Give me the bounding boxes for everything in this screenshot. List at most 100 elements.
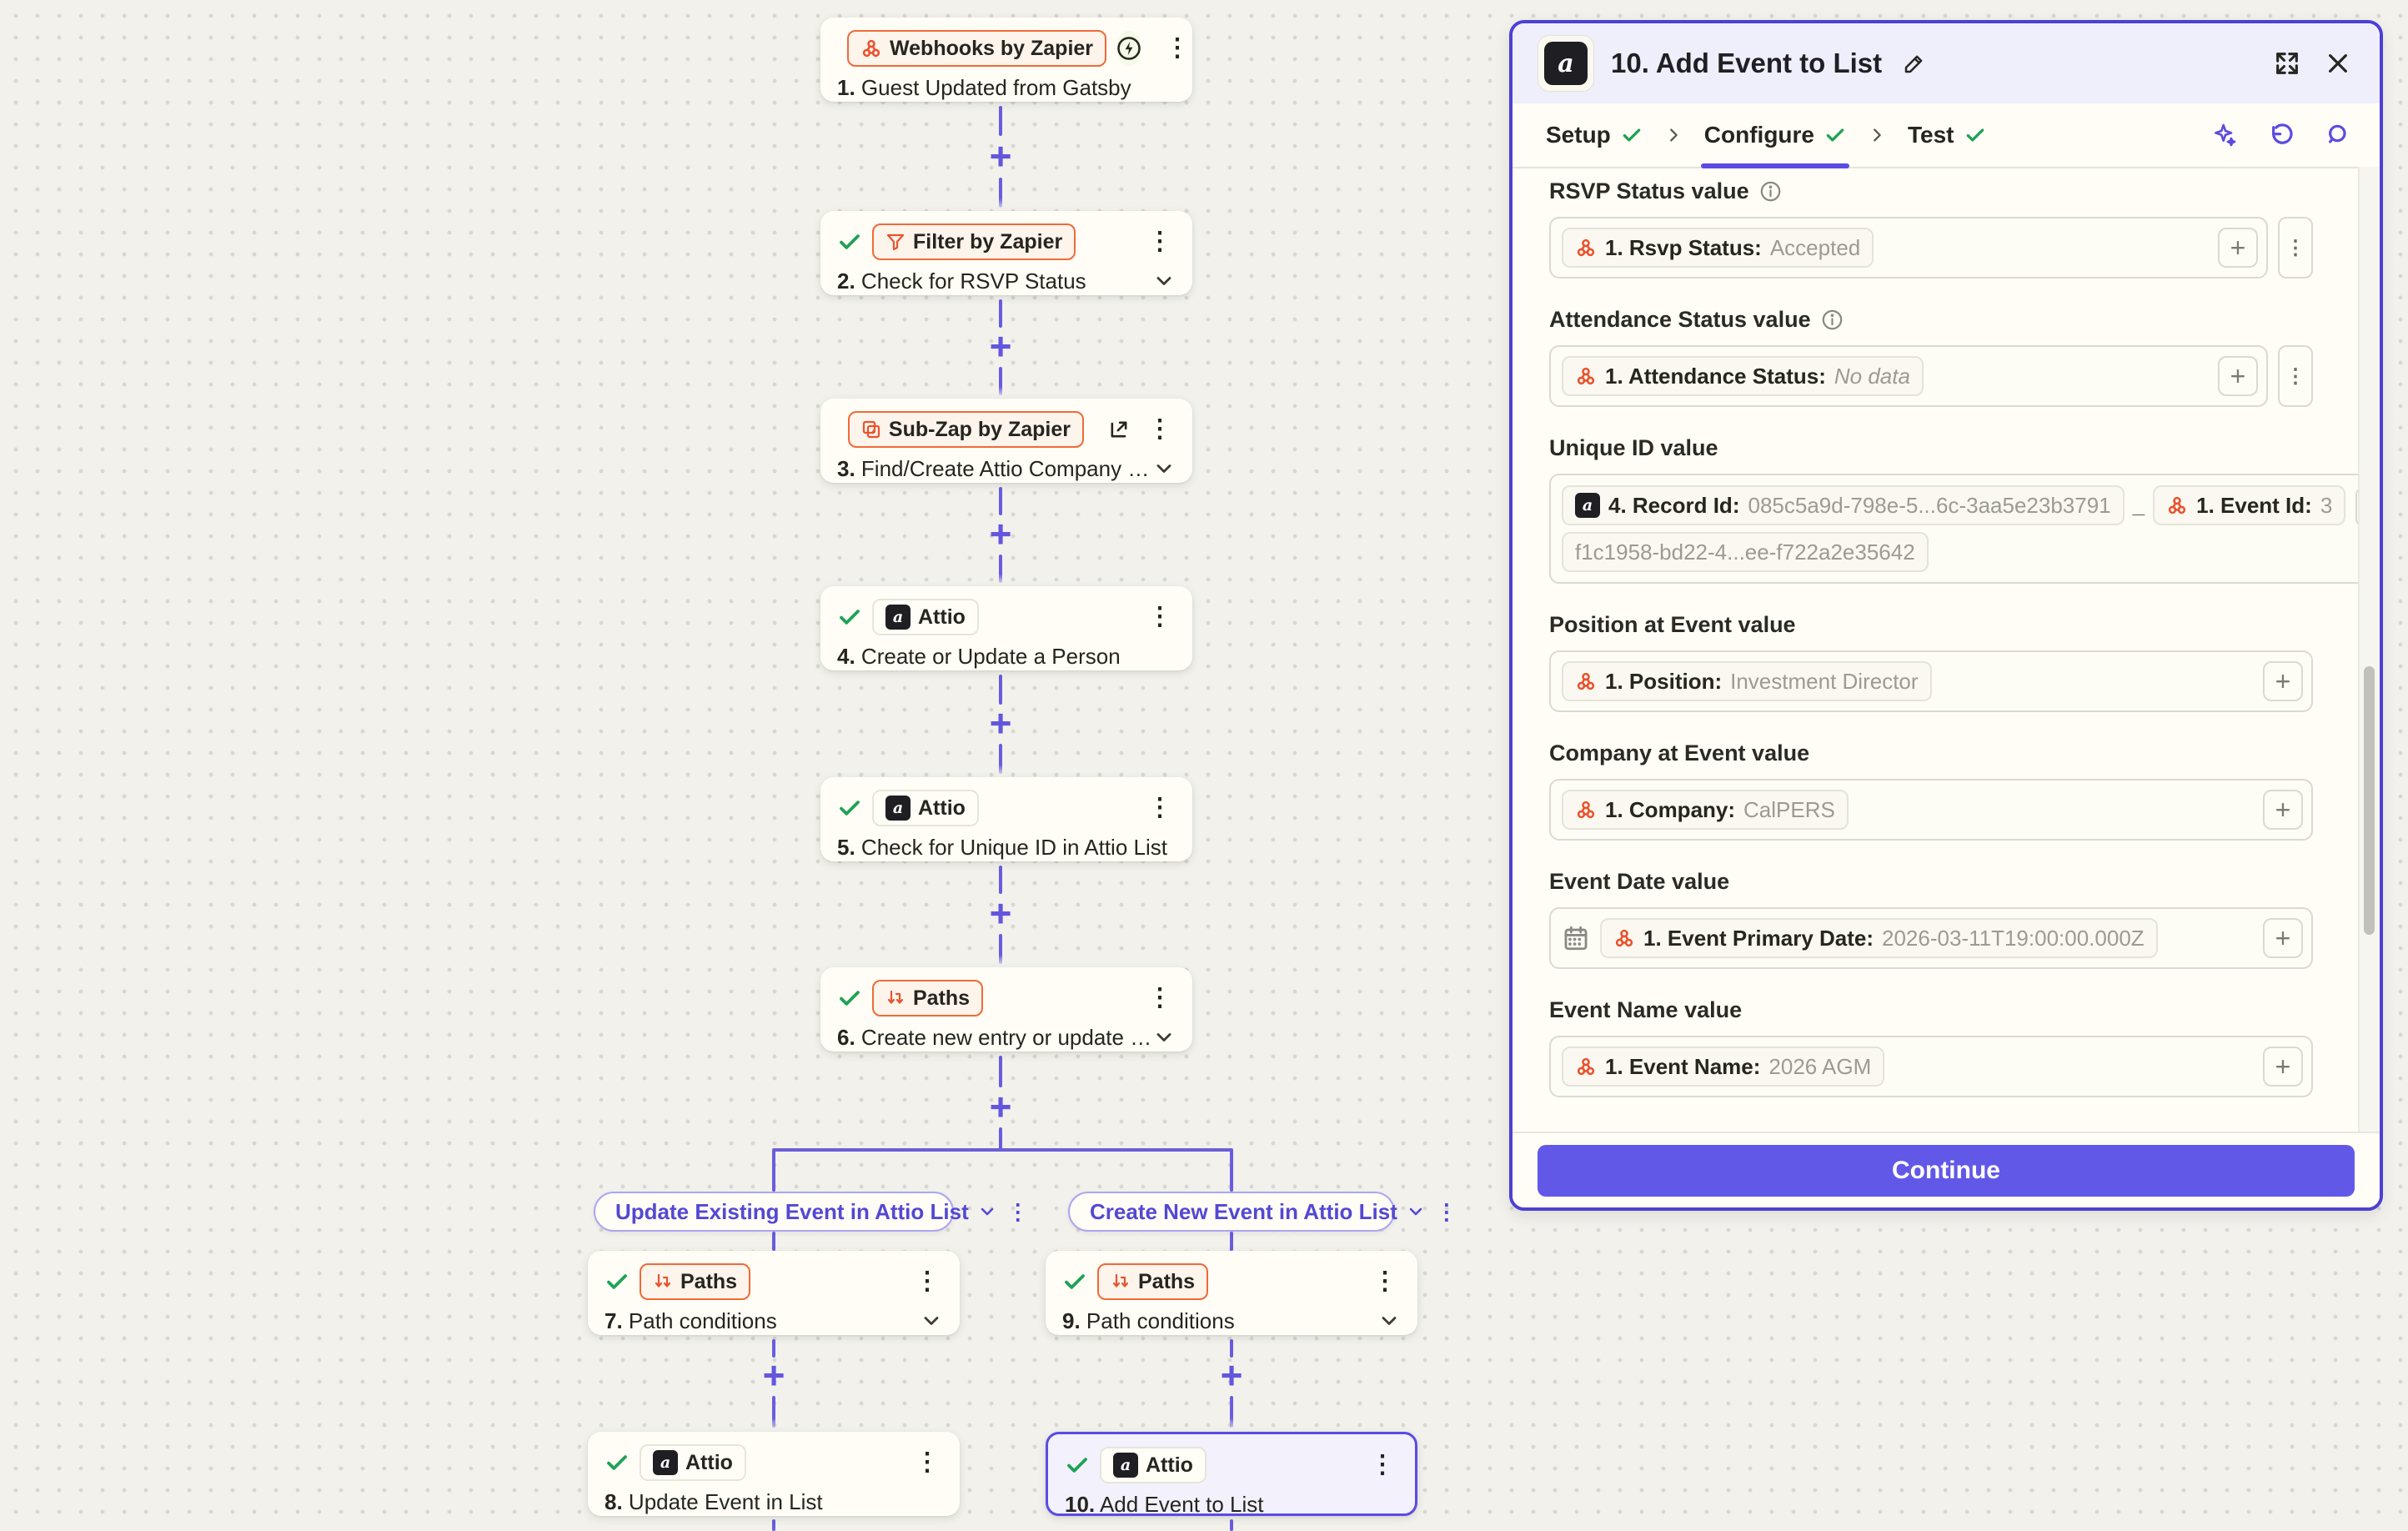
attio-icon: a <box>1544 42 1588 85</box>
app-badge-label: Paths <box>913 986 971 1010</box>
unique-id-input[interactable]: a 4. Record Id: 085c5a9d-798e-5...6c-3aa… <box>1549 474 2380 584</box>
expand-panel-icon[interactable] <box>2270 46 2305 81</box>
event-name-input[interactable]: 1. Event Name: 2026 AGM + <box>1549 1036 2313 1097</box>
step-node-1-trigger[interactable]: Webhooks by Zapier ⋮ 1. Guest Updated fr… <box>820 18 1192 102</box>
chevron-down-icon[interactable] <box>1152 1026 1176 1049</box>
mapped-field-token[interactable]: 1. Position: Investment Director <box>1562 661 1932 701</box>
mapped-field-token[interactable]: 1. Rsvp Status: Accepted <box>1562 228 1874 268</box>
connector-line <box>772 1339 775 1358</box>
token-value: 085c5a9d-798e-5...6c-3aa5e23b3791 <box>1748 492 2111 518</box>
insert-data-button[interactable]: + <box>2263 1047 2303 1087</box>
mapped-field-token[interactable]: a 4. Record Id: 085c5a9d-798e-5...6c-3aa… <box>1562 485 2125 525</box>
step-node-3-subzap[interactable]: Sub-Zap by Zapier ⋮ 3. Find/Create Attio… <box>820 399 1192 483</box>
step-node-5-attio[interactable]: a Attio ⋮ 5. Check for Unique ID in Atti… <box>820 777 1192 861</box>
instant-trigger-icon <box>1116 31 1142 66</box>
step-node-6-paths[interactable]: Paths ⋮ 6. Create new entry or update on… <box>820 967 1192 1052</box>
step-menu-button[interactable]: ⋮ <box>1144 796 1176 821</box>
step-menu-button[interactable]: ⋮ <box>1369 1269 1401 1294</box>
chevron-down-icon[interactable] <box>977 1202 997 1222</box>
ai-sparkle-icon[interactable] <box>2208 118 2241 152</box>
connector-line <box>772 1150 775 1192</box>
add-step-button[interactable]: + <box>989 701 1012 745</box>
mapped-field-token[interactable]: 1. Company: CalPERS <box>1562 790 1849 830</box>
step-menu-button[interactable]: ⋮ <box>1367 1453 1398 1478</box>
insert-data-button[interactable]: + <box>2218 356 2258 396</box>
branch-label-update-existing[interactable]: Update Existing Event in Attio List ⋮ <box>594 1192 1029 1232</box>
step-menu-button[interactable]: ⋮ <box>911 1450 943 1475</box>
step-title: 8. Update Event in List <box>605 1488 823 1514</box>
tab-setup[interactable]: Setup <box>1546 103 1643 167</box>
chevron-down-icon[interactable] <box>1377 1309 1401 1333</box>
token-value: 2026 AGM <box>1768 1053 1872 1079</box>
branch-menu-button[interactable]: ⋮ <box>1435 1198 1457 1224</box>
insert-data-button[interactable]: + <box>2218 228 2258 268</box>
step-node-8-attio[interactable]: a Attio ⋮ 8. Update Event in List <box>588 1432 960 1516</box>
attendance-status-input[interactable]: 1. Attendance Status: No data + <box>1549 345 2268 407</box>
step-success-check-icon <box>840 801 860 816</box>
step-success-check-icon <box>837 429 838 430</box>
add-step-button[interactable]: + <box>989 1085 1012 1128</box>
attio-icon: a <box>1575 493 1600 518</box>
step-node-9-paths[interactable]: Paths ⋮ 9. Path conditions <box>1046 1251 1417 1335</box>
refresh-undo-icon[interactable] <box>2265 118 2298 152</box>
add-step-button[interactable]: + <box>762 1353 785 1397</box>
branch-split-line <box>772 1148 1233 1152</box>
add-step-button[interactable]: + <box>989 324 1012 368</box>
app-badge-label: Sub-Zap by Zapier <box>888 417 1071 441</box>
open-subzap-external-link-icon[interactable] <box>1104 414 1134 444</box>
step-title: 10. Add Event to List <box>1065 1491 1264 1517</box>
insert-data-button[interactable]: + <box>2263 790 2303 830</box>
rsvp-status-input[interactable]: 1. Rsvp Status: Accepted + <box>1549 217 2268 279</box>
step-menu-button[interactable]: ⋮ <box>1144 986 1176 1011</box>
step-node-4-attio[interactable]: a Attio ⋮ 4. Create or Update a Person <box>820 586 1192 670</box>
panel-footer: Continue <box>1513 1132 2380 1207</box>
panel-scrollbar-thumb[interactable] <box>2364 666 2375 935</box>
connector-line <box>999 1127 1002 1150</box>
panel-scrollbar-track[interactable] <box>2358 167 2380 1132</box>
step-menu-button[interactable]: ⋮ <box>1144 229 1176 254</box>
insert-data-button[interactable]: + <box>2263 661 2303 701</box>
chevron-down-icon[interactable] <box>920 1309 943 1333</box>
info-icon[interactable] <box>1821 309 1844 331</box>
info-icon[interactable] <box>1759 180 1782 203</box>
field-label: Attendance Status value <box>1549 307 2313 333</box>
add-step-button[interactable]: + <box>1220 1353 1243 1397</box>
add-step-button[interactable]: + <box>989 891 1012 935</box>
step-node-10-attio-selected[interactable]: a Attio ⋮ 10. Add Event to List <box>1046 1432 1417 1517</box>
add-step-button[interactable]: + <box>989 134 1012 178</box>
step-menu-button[interactable]: ⋮ <box>911 1269 943 1294</box>
position-input[interactable]: 1. Position: Investment Director + <box>1549 650 2313 712</box>
step-node-2-filter[interactable]: Filter by Zapier ⋮ 2. Check for RSVP Sta… <box>820 211 1192 295</box>
mapped-field-token[interactable]: 1. Event Primary Date: 2026-03-11T19:00:… <box>1600 918 2158 958</box>
continue-button[interactable]: Continue <box>1538 1144 2355 1197</box>
tab-test[interactable]: Test <box>1908 103 1986 167</box>
add-step-button[interactable]: + <box>989 512 1012 555</box>
field-menu-button[interactable]: ⋮ <box>2278 345 2313 407</box>
step-menu-button[interactable]: ⋮ <box>1144 605 1176 630</box>
calendar-icon[interactable] <box>1562 924 1590 952</box>
chevron-down-icon[interactable] <box>1406 1202 1426 1222</box>
field-menu-button[interactable]: ⋮ <box>2278 217 2313 279</box>
step-menu-button[interactable]: ⋮ <box>1144 417 1176 442</box>
chevron-down-icon[interactable] <box>1152 457 1176 480</box>
mapped-field-token[interactable]: 1. Attendance Status: No data <box>1562 356 1924 396</box>
chevron-down-icon[interactable] <box>1152 269 1176 293</box>
tab-configure[interactable]: Configure <box>1700 103 1850 168</box>
panel-header: a 10. Add Event to List <box>1513 23 2380 103</box>
step-node-7-paths[interactable]: Paths ⋮ 7. Path conditions <box>588 1251 960 1335</box>
attio-app-icon-frame: a <box>1538 35 1594 92</box>
edit-title-pencil-icon[interactable] <box>1899 48 1930 79</box>
step-title: 2. Check for RSVP Status <box>837 268 1086 294</box>
branch-menu-button[interactable]: ⋮ <box>1006 1198 1029 1224</box>
branch-label-create-new[interactable]: Create New Event in Attio List ⋮ <box>1068 1192 1457 1232</box>
mapped-field-token-continuation[interactable]: f1c1958-bd22-4...ee-f722a2e35642 <box>1562 532 1929 572</box>
close-panel-icon[interactable] <box>2321 47 2355 80</box>
step-menu-button[interactable]: ⋮ <box>1161 36 1193 61</box>
search-icon[interactable] <box>2321 118 2355 152</box>
mapped-field-token[interactable]: 1. Event Name: 2026 AGM <box>1562 1047 1885 1087</box>
event-date-input[interactable]: 1. Event Primary Date: 2026-03-11T19:00:… <box>1549 907 2313 969</box>
insert-data-button[interactable]: + <box>2263 918 2303 958</box>
company-input[interactable]: 1. Company: CalPERS + <box>1549 779 2313 841</box>
step-title: 9. Path conditions <box>1062 1308 1235 1333</box>
mapped-field-token[interactable]: 1. Event Id: 3 <box>2153 485 2346 525</box>
